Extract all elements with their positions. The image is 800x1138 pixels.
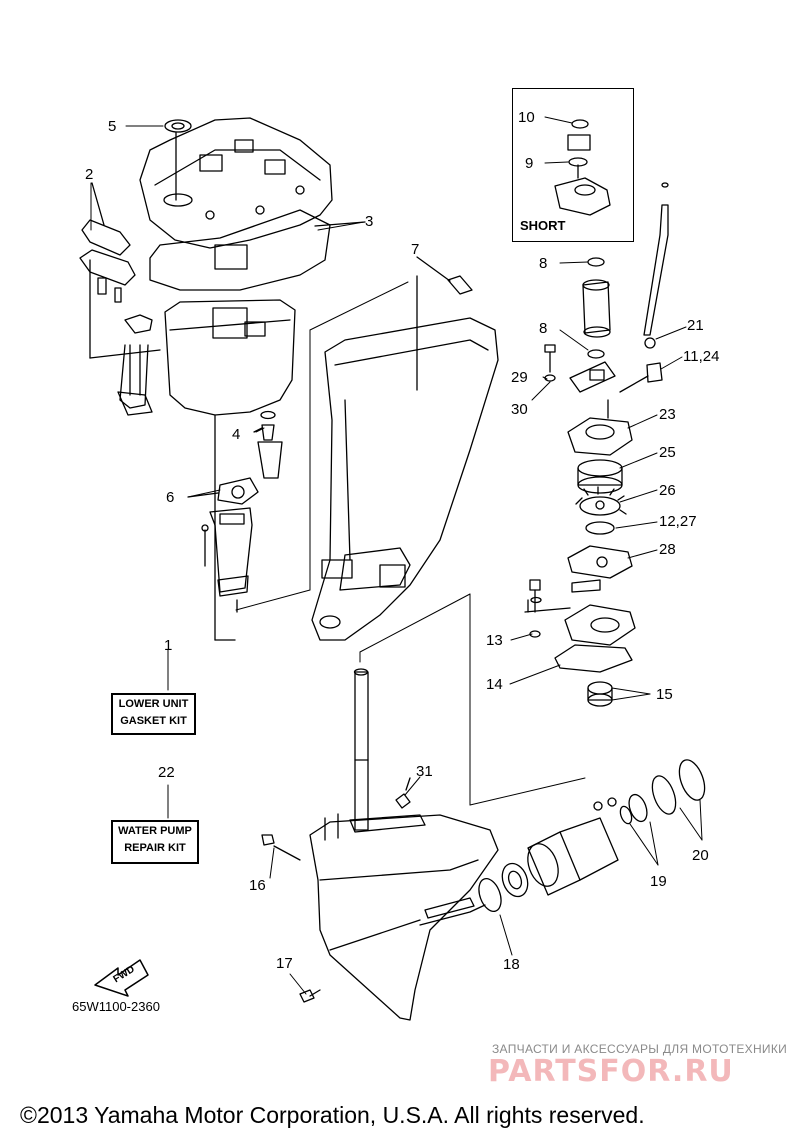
exhaust-guide xyxy=(164,299,296,641)
part-28-plate xyxy=(567,545,633,579)
short-kit-label: SHORT xyxy=(520,218,566,233)
diagram-code: 65W1100-2360 xyxy=(72,999,160,1014)
callout-30: 30 xyxy=(511,401,528,418)
part-18-o-ring xyxy=(478,878,502,912)
part-26-impeller xyxy=(575,486,627,516)
callout-8-top: 8 xyxy=(539,255,548,272)
part-12-27-o-ring xyxy=(585,521,615,535)
copyright-notice: ©2013 Yamaha Motor Corporation, U.S.A. A… xyxy=(20,1102,645,1128)
fwd-arrow-icon xyxy=(94,959,149,997)
water-pump-repair-kit-box: WATER PUMP REPAIR KIT xyxy=(111,820,199,864)
upper-adapter-plate xyxy=(139,117,333,249)
water-pump-line1: WATER PUMP xyxy=(118,825,192,837)
callout-20: 20 xyxy=(692,847,709,864)
water-tube xyxy=(582,279,611,338)
watermark-logo: PARTSFOR.RU xyxy=(488,1054,734,1089)
part-2-bracket xyxy=(79,182,161,359)
part-20-o-rings xyxy=(651,759,706,815)
callout-3: 3 xyxy=(365,213,374,230)
callout-19: 19 xyxy=(650,873,667,890)
callout-14: 14 xyxy=(486,676,503,693)
callout-8-bottom: 8 xyxy=(539,320,548,337)
callout-17: 17 xyxy=(276,955,293,972)
callout-16: 16 xyxy=(249,877,266,894)
callout-26: 26 xyxy=(659,482,676,499)
part-16-screw xyxy=(261,834,301,861)
callout-6: 6 xyxy=(166,489,175,506)
callout-29: 29 xyxy=(511,369,528,386)
short-box-parts xyxy=(554,119,611,216)
watermark-text: ЗАПЧАСТИ И АКСЕССУАРЫ ДЛЯ МОТОТЕХНИКИ xyxy=(492,1042,788,1056)
label-leaders xyxy=(90,116,703,995)
drive-shaft xyxy=(353,668,369,831)
callout-9: 9 xyxy=(525,155,534,172)
drive-shaft-housing xyxy=(311,317,499,641)
callout-21: 21 xyxy=(687,317,704,334)
part-23-pump-housing xyxy=(567,375,649,456)
callout-7: 7 xyxy=(411,241,420,258)
part-13-14-pump-base xyxy=(524,579,636,673)
callout-5: 5 xyxy=(108,118,117,135)
part-6-gasket xyxy=(187,477,259,505)
part-29-30-bolt xyxy=(544,344,616,393)
callout-10: 10 xyxy=(518,109,535,126)
callout-4: 4 xyxy=(232,426,241,443)
callout-1: 1 xyxy=(164,637,173,654)
callout-31: 31 xyxy=(416,763,433,780)
part-8-o-ring-bottom xyxy=(587,349,605,359)
callout-28: 28 xyxy=(659,541,676,558)
part-7-clip xyxy=(416,256,473,391)
lower-case xyxy=(309,813,499,1021)
propeller-shaft xyxy=(424,897,475,919)
part-5-seal xyxy=(164,119,192,201)
callout-22: 22 xyxy=(158,764,175,781)
lower-unit-gasket-kit-box: LOWER UNIT GASKET KIT xyxy=(111,693,196,735)
left-tube-assembly xyxy=(117,314,153,416)
bearing-housing xyxy=(501,817,619,898)
part-31-key xyxy=(395,777,411,809)
part-19-shaft-parts xyxy=(593,793,648,825)
callout-2: 2 xyxy=(85,166,94,183)
part-3-gasket xyxy=(149,209,366,291)
lower-unit-line2: GASKET KIT xyxy=(120,715,187,727)
callout-15: 15 xyxy=(656,686,673,703)
water-hose xyxy=(643,182,669,383)
short-kit-box xyxy=(512,88,634,242)
part-25-insert-cartridge xyxy=(577,459,623,494)
assembly-leader-lines xyxy=(235,281,586,806)
callout-23: 23 xyxy=(659,406,676,423)
part-8-o-ring-top xyxy=(587,257,605,267)
water-pump-line2: REPAIR KIT xyxy=(124,842,186,854)
part-17-screw xyxy=(299,989,321,1003)
callout-12-27: 12,27 xyxy=(659,513,697,530)
lower-unit-line1: LOWER UNIT xyxy=(118,698,189,710)
exhaust-pipe xyxy=(201,507,253,613)
callout-11-24: 11,24 xyxy=(683,348,720,365)
part-4-fitting xyxy=(253,410,283,479)
callout-18: 18 xyxy=(503,956,520,973)
callout-25: 25 xyxy=(659,444,676,461)
callout-13: 13 xyxy=(486,632,503,649)
part-15-seals xyxy=(587,681,613,707)
